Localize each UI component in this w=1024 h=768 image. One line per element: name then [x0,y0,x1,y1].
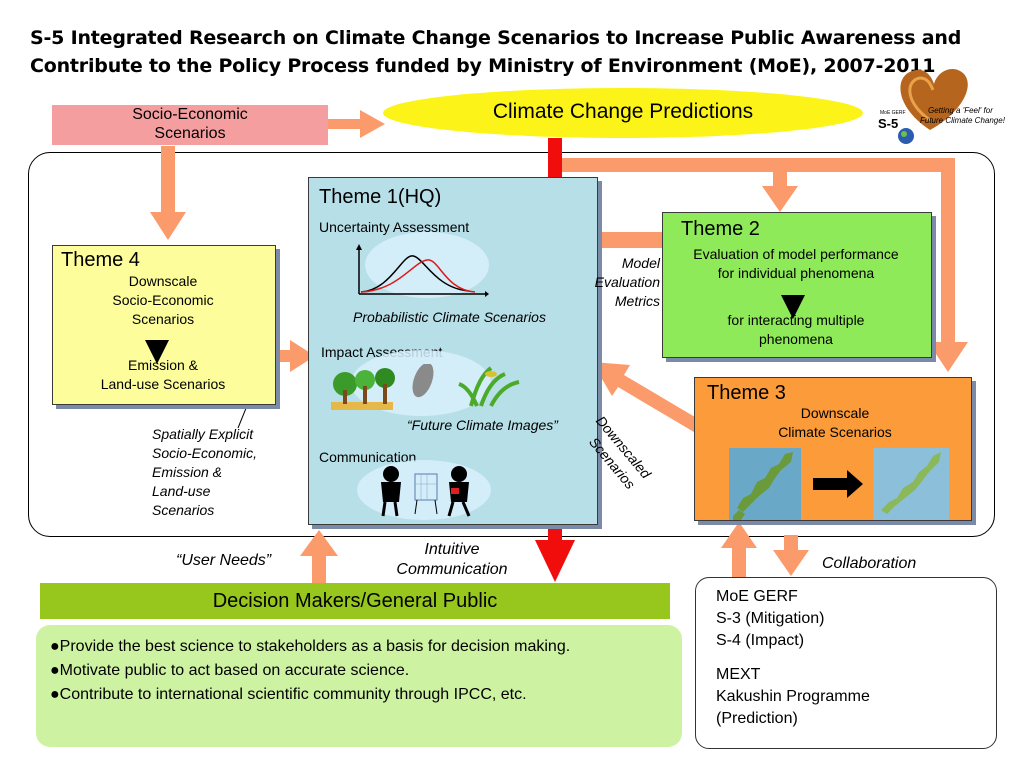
collab-line: MEXT [716,666,761,683]
model-evaluation-metrics-label: Model Evaluation Metrics [594,255,660,309]
socio-line-2: Scenarios [154,125,226,142]
communication-label: Communication [319,449,417,465]
down-triangle-icon [145,340,169,364]
arrow-predictions-branch [560,158,955,172]
down-triangle-icon [781,295,805,319]
arrow-collab-down [773,535,809,576]
arrow-socio-to-predictions [328,110,385,138]
collab-line: S-4 (Impact) [716,632,805,649]
theme1-title: Theme 1(HQ) [319,186,442,208]
spatially-explicit-label: Spatially Explicit Socio-Economic, Emiss… [152,426,258,518]
theme2-line-1: Evaluation of model performance [693,246,899,262]
theme4-title: Theme 4 [61,249,140,271]
title-line-1: S-5 Integrated Research on Climate Chang… [30,27,962,49]
theme2-line-3: for interacting multiple [727,312,865,328]
research-frame [28,152,995,537]
socio-economic-scenarios-box: Socio-Economic Scenarios [52,105,328,145]
theme3-line-2: Climate Scenarios [778,424,892,440]
goal-item: ●Contribute to international scientific … [50,686,527,703]
japan-maps-icon [729,448,949,520]
arrow-to-theme2 [762,168,798,212]
future-climate-images-label: “Future Climate Images” [407,417,558,433]
theme1-box: Theme 1(HQ) Uncertainty Assessment Proba… [308,177,598,525]
probability-curves-icon [356,244,489,297]
theme4-line-5: Land-use Scenarios [100,376,226,392]
arrow-theme3-to-theme1 [592,362,700,432]
decision-makers-bar: Decision Makers/General Public [40,583,670,619]
communication-people-icon [381,466,471,517]
s5-logo: MoE GERF S-5 Getting a 'Feel' for Future… [872,60,1020,150]
collab-line: MoE GERF [716,588,798,605]
theme2-line-2: for individual phenomena [717,265,875,281]
goals-list: ●Provide the best science to stakeholder… [36,625,682,747]
probabilistic-climate-scenarios-label: Probabilistic Climate Scenarios [353,309,546,325]
arrow-theme4-to-theme1 [246,340,315,372]
goal-item: ●Provide the best science to stakeholder… [50,638,571,655]
arrow-collab-up [721,522,757,577]
socio-line-1: Socio-Economic [132,106,248,123]
collaboration-label: Collaboration [822,555,917,572]
theme4-line-1: Downscale [128,273,198,289]
collab-line: Kakushin Programme [716,688,870,705]
impact-images-icon [331,364,520,410]
arrow-socio-to-theme4 [150,146,186,240]
page-title: S-5 Integrated Research on Climate Chang… [30,24,990,80]
theme3-box: Theme 3 Downscale Climate Scenarios [694,377,972,521]
theme3-title: Theme 3 [707,382,786,404]
theme2-line-4: phenomena [759,331,833,347]
arrow-to-theme3 [928,168,968,372]
theme4-box: Theme 4 Downscale Socio-Economic Scenari… [52,245,276,405]
theme2-box: Theme 2 Evaluation of model performance … [662,212,932,358]
arrow-user-needs [300,530,338,583]
intuitive-communication-label: Intuitive Communication [396,541,508,578]
goal-item: ●Motivate public to act based on accurat… [50,662,410,679]
theme4-line-3: Scenarios [131,311,195,327]
user-needs-label: “User Needs” [176,552,272,569]
uncertainty-assessment-label: Uncertainty Assessment [319,219,470,235]
theme2-title: Theme 2 [681,218,760,240]
collab-line: (Prediction) [716,710,798,727]
collab-line: S-3 (Mitigation) [716,610,825,627]
logo-label: S-5 [878,116,899,131]
theme4-line-2: Socio-Economic [112,292,214,308]
climate-change-predictions: Climate Change Predictions [383,88,863,138]
logo-tagline-2: Future Climate Change! [920,116,1005,125]
theme4-line-4: Emission & [127,357,199,373]
title-line-2: Contribute to the Policy Process funded … [30,55,936,77]
theme3-line-1: Downscale [800,405,870,421]
collaborators-box: MoE GERF S-3 (Mitigation) S-4 (Impact) M… [695,577,997,749]
logo-tagline-1: Getting a 'Feel' for [928,106,993,115]
